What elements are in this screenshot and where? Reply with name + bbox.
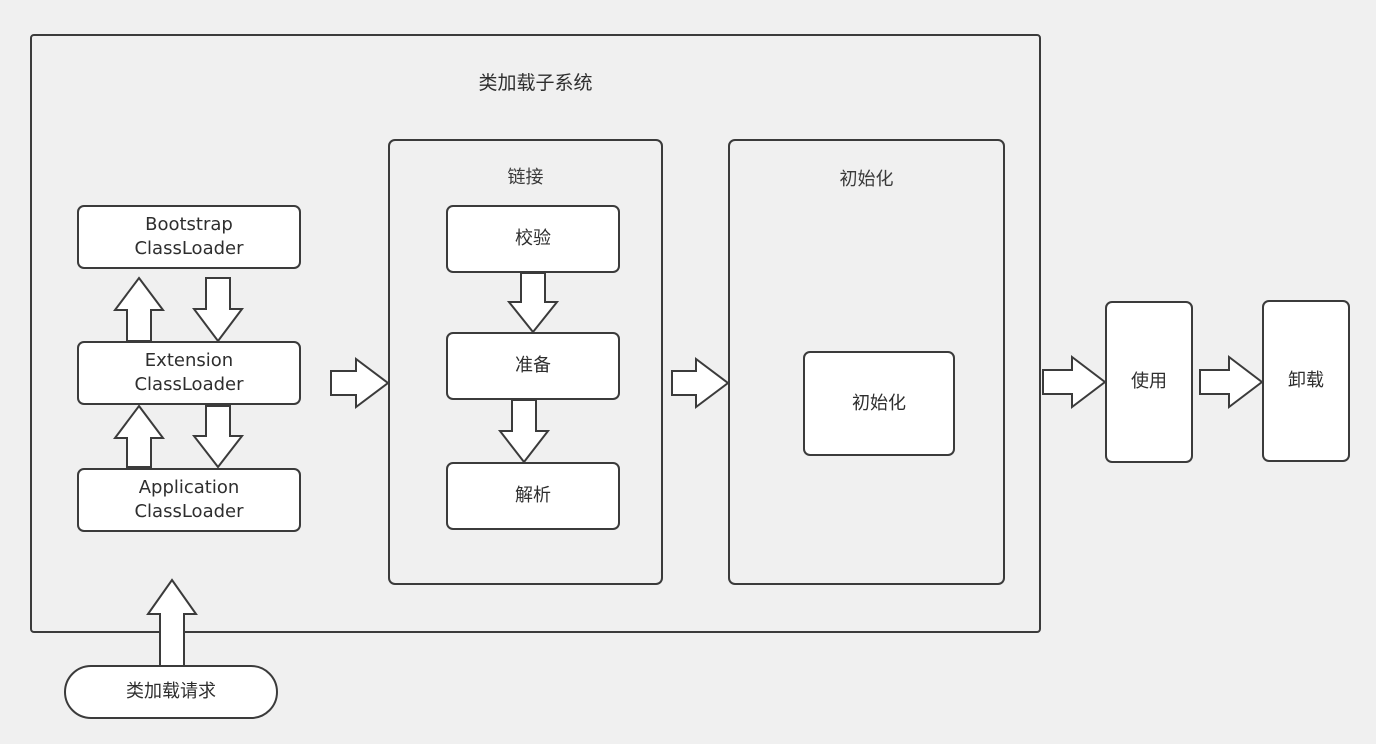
linking-step-prepare[interactable]: 准备 xyxy=(446,332,620,400)
application-classloader-box[interactable]: Application ClassLoader xyxy=(77,468,301,532)
class-load-request-pill[interactable]: 类加载请求 xyxy=(64,665,278,719)
linking-step-verify[interactable]: 校验 xyxy=(446,205,620,273)
initialization-step-box[interactable]: 初始化 xyxy=(803,351,955,456)
unload-phase-box[interactable]: 卸载 xyxy=(1262,300,1350,462)
arrow-initialization-to-use-right-icon xyxy=(1042,354,1107,410)
initialization-group-title: 初始化 xyxy=(839,169,894,190)
use-phase-box[interactable]: 使用 xyxy=(1105,301,1193,463)
bootstrap-classloader-box[interactable]: Bootstrap ClassLoader xyxy=(77,205,301,269)
class-loading-subsystem-container xyxy=(30,34,1041,633)
linking-step-resolve[interactable]: 解析 xyxy=(446,462,620,530)
extension-classloader-box[interactable]: Extension ClassLoader xyxy=(77,341,301,405)
linking-group-title: 链接 xyxy=(507,167,544,188)
arrow-use-to-unload-right-icon xyxy=(1199,354,1264,410)
subsystem-title: 类加载子系统 xyxy=(478,72,593,94)
